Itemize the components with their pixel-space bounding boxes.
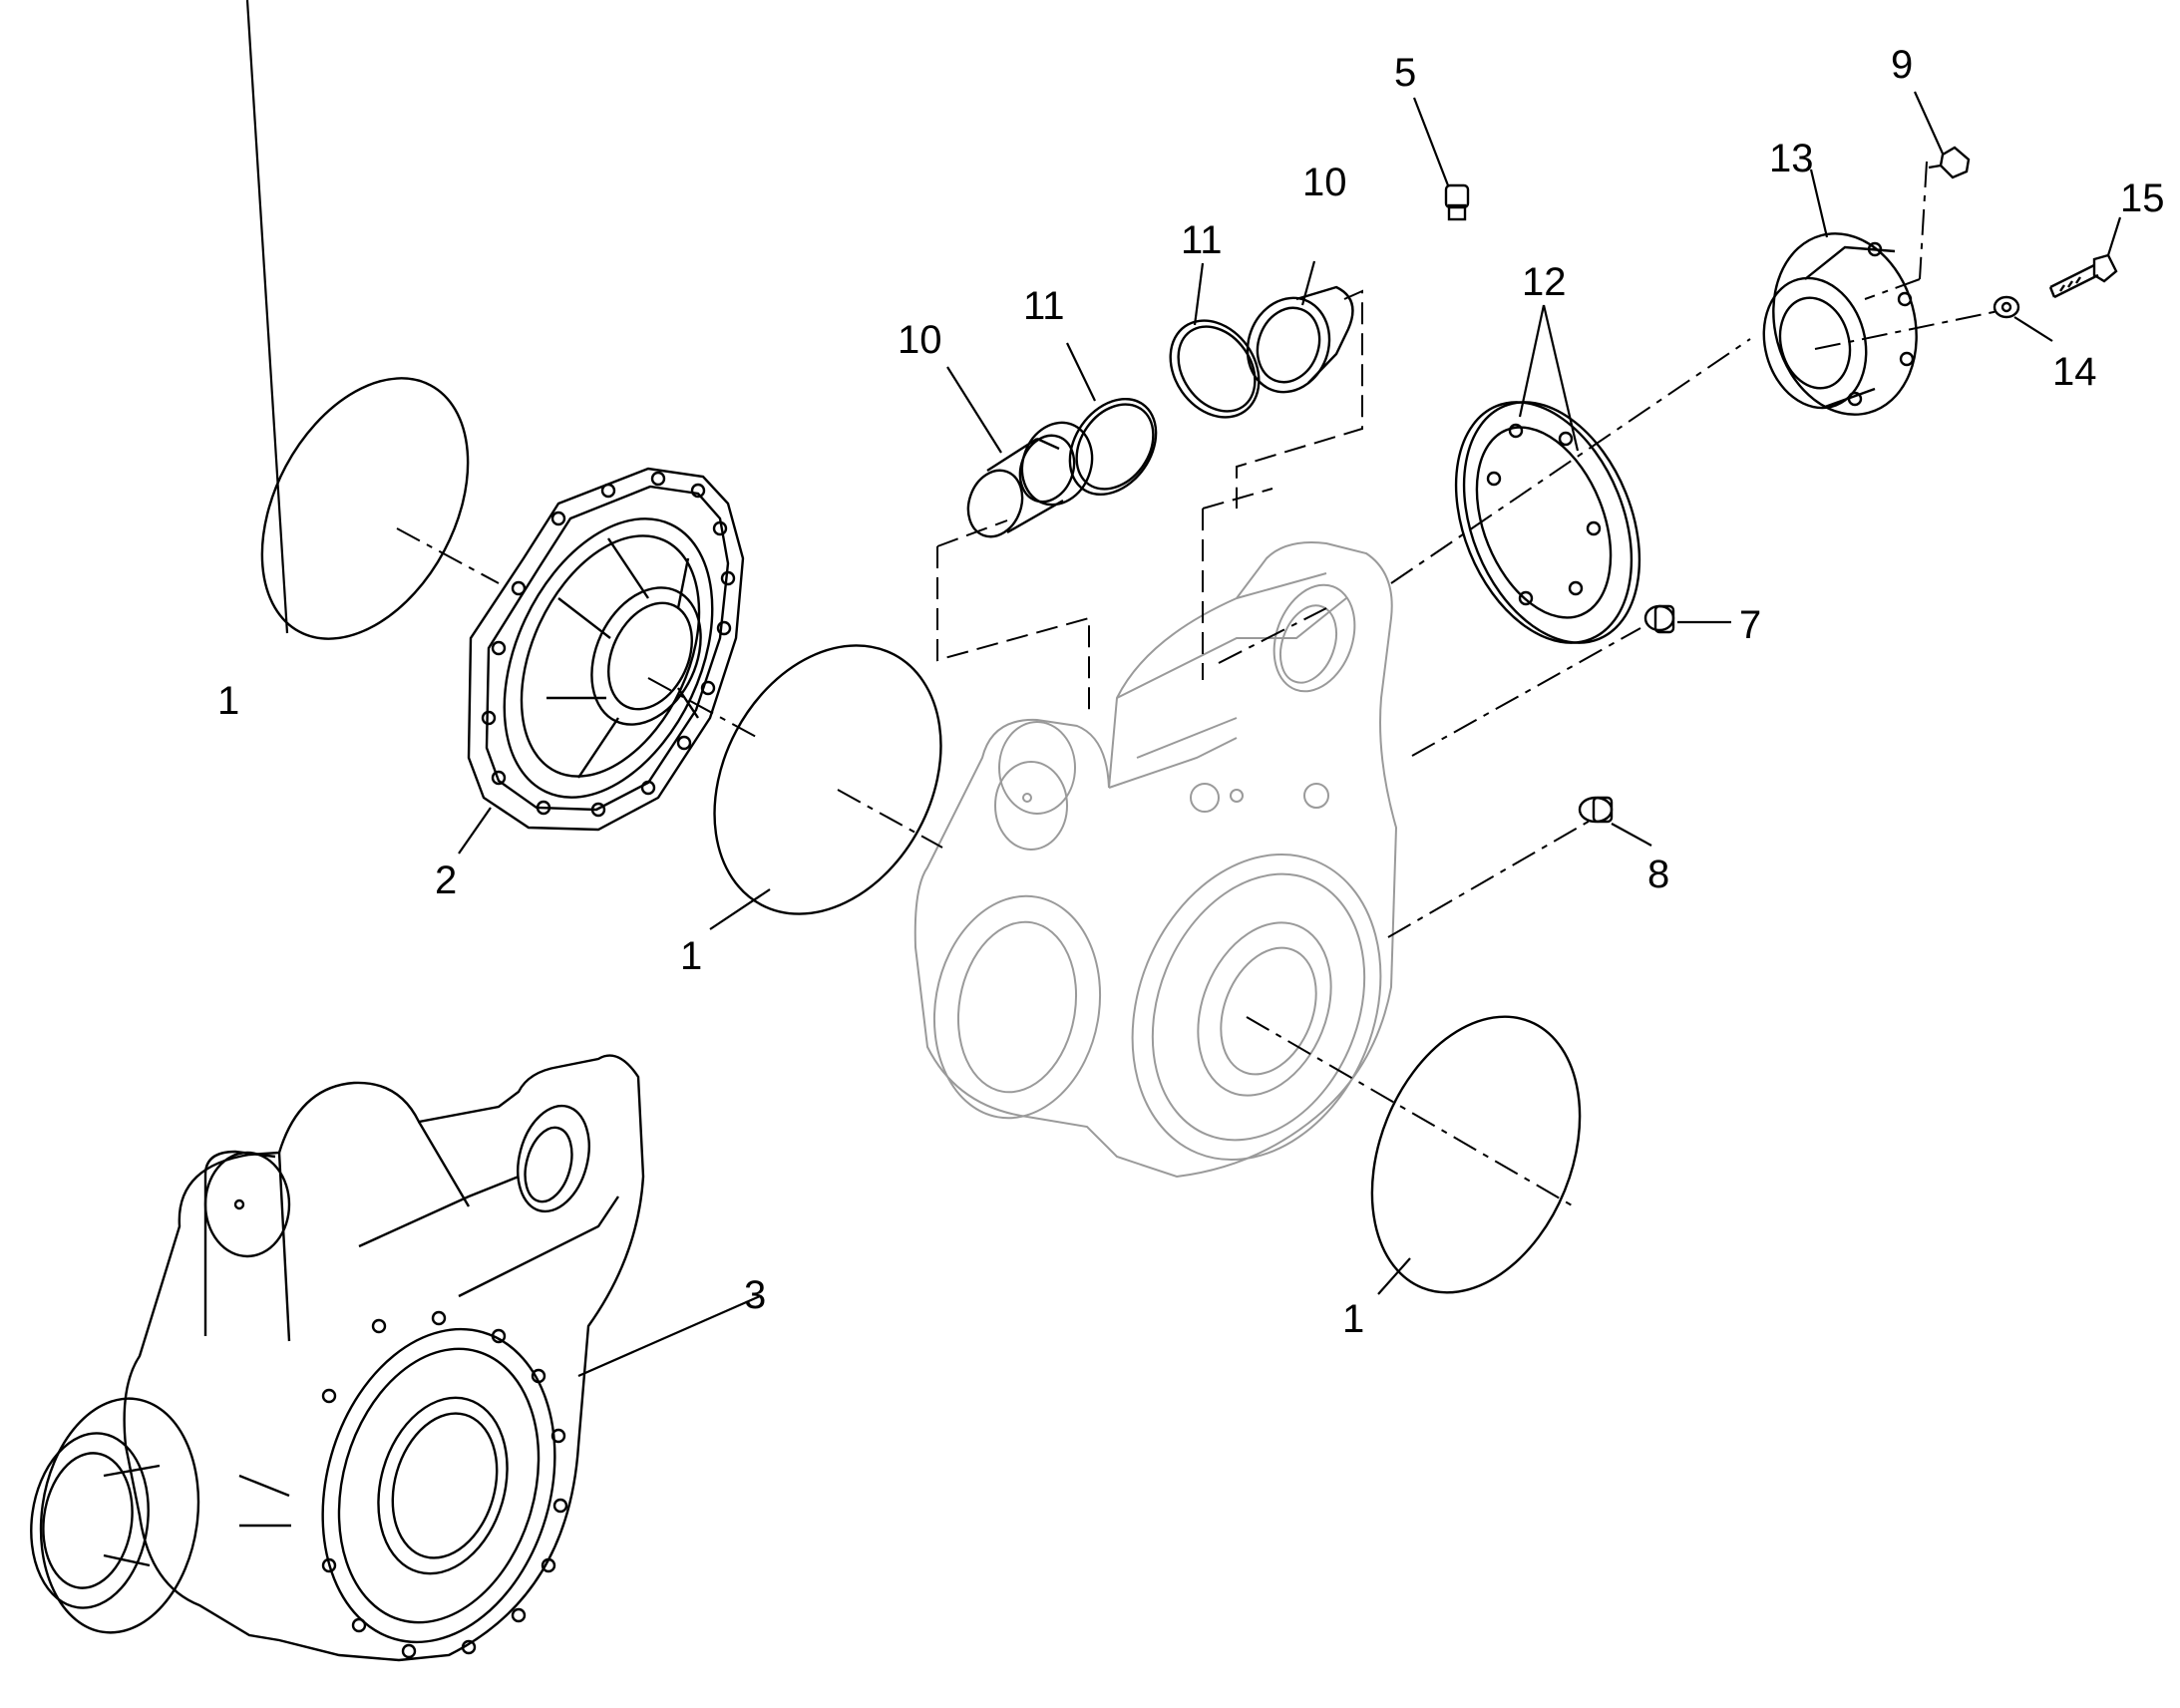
callout-2: 2 [435,858,457,902]
callout-11-right: 11 [1181,218,1223,262]
part-13-pivot-cap [1762,232,1918,416]
part-5-grease-fitting [1444,183,1470,221]
part-7-plug [1643,604,1675,634]
callout-3: 3 [744,1273,766,1317]
part-9-sensor [1928,146,1971,179]
part-8-plug [1578,796,1614,824]
callout-11-left: 11 [1023,284,1065,328]
callout-1-middle: 1 [680,934,702,978]
swivel-housing-outline [913,541,1398,1179]
callout-13: 13 [1769,137,1814,180]
part-1-o-ring-middle [713,644,942,915]
part-1-o-ring-right [1370,1015,1582,1294]
part-2-cover-plate [467,467,745,832]
part-10-bushing-left [966,421,1094,538]
assembly-axis-lines [396,161,1999,1207]
part-3-axle-housing [30,1054,645,1662]
part-11-ring-left [1068,397,1158,497]
part-11-ring-right [1169,319,1261,419]
part-12-shims [1454,401,1641,644]
leader-lines [245,0,2122,1378]
callout-9: 9 [1891,43,1913,87]
callout-10-left: 10 [898,318,942,362]
callout-1-right: 1 [1342,1297,1364,1341]
callout-labels: 1 1 1 2 3 5 7 8 9 10 10 11 11 12 13 14 1… [217,43,2165,1341]
callout-14: 14 [2052,350,2097,394]
callout-12: 12 [1522,260,1567,304]
callout-5: 5 [1394,51,1416,95]
part-14-washer [1993,295,2020,319]
part-1-o-ring-left [260,377,470,640]
axle-housing-bolt-holes [321,1310,568,1659]
cover-plate-bolt-holes [481,471,736,818]
callout-10-right: 10 [1302,161,1347,204]
part-10-bushing-right [1246,285,1354,394]
part-15-bolt [2048,253,2118,299]
callout-7: 7 [1739,603,1761,647]
callout-1-left: 1 [217,679,239,723]
callout-15: 15 [2120,176,2165,220]
callout-8: 8 [1647,853,1669,896]
